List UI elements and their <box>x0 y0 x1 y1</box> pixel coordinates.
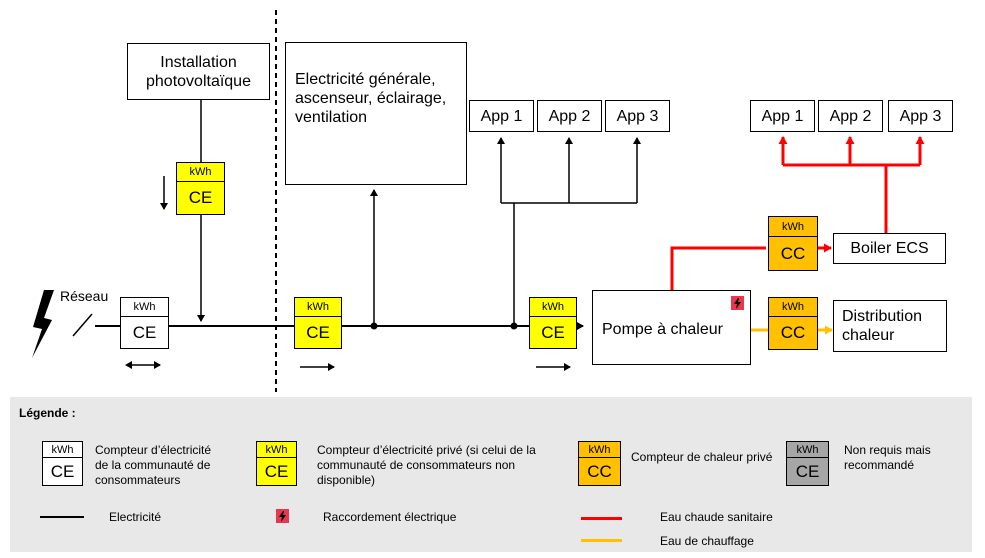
app1-box-right: App 1 <box>750 100 815 132</box>
app2-box-right: App 2 <box>818 100 883 132</box>
legend-connection-label: Raccordement électrique <box>323 510 457 524</box>
meter-type: CE <box>132 322 157 342</box>
heat-pump-box: Pompe à chaleur <box>592 290 751 365</box>
app3-box-left: App 3 <box>605 100 670 132</box>
meter-type: CE <box>795 461 820 481</box>
meter-unit: kWh <box>769 298 817 318</box>
legend-hot-water-label: Eau chaude sanitaire <box>660 510 773 524</box>
legend-heating-line <box>581 539 622 542</box>
meter-unit: kWh <box>787 442 828 459</box>
meter-unit: kWh <box>121 298 168 317</box>
legend-panel: Légende : kWh CE Compteur d’électricité … <box>10 397 972 552</box>
pv-installation-box: Installation photovoltaïque <box>127 43 270 100</box>
meter-unit: kWh <box>257 442 296 459</box>
general-electricity-label: Electricité générale, ascenseur, éclaira… <box>295 71 447 126</box>
app2-box-left: App 2 <box>537 100 602 132</box>
heat-pump-label: Pompe à chaleur <box>602 321 723 338</box>
legend-electricity-line <box>40 516 84 518</box>
pv-private-meter: kWh CE <box>176 162 225 215</box>
hot-water-line <box>670 246 766 290</box>
app3-box-right: App 3 <box>888 100 953 132</box>
heatpump-private-meter: kWh CE <box>529 297 577 349</box>
grid-switch-line <box>72 313 93 337</box>
meter-type: CC <box>780 323 806 343</box>
app-label: App 1 <box>761 107 804 125</box>
heat-distribution-box: Distribution chaleur <box>833 300 947 352</box>
legend-heat-meter: kWh CC <box>578 441 621 486</box>
legend-optional-meter: kWh CE <box>786 441 829 486</box>
meter-type: CE <box>541 322 565 342</box>
meter-unit: kWh <box>579 442 620 459</box>
meter-unit: kWh <box>530 298 576 317</box>
meter-unit: kWh <box>295 298 341 317</box>
general-electricity-box: Electricité générale, ascenseur, éclaira… <box>285 42 467 185</box>
grid-label: Réseau <box>60 288 109 304</box>
legend-title: Légende : <box>19 406 76 420</box>
meter-type: CC <box>587 461 612 481</box>
meter-type: CE <box>50 461 75 481</box>
boiler-box: Boiler ECS <box>833 233 946 264</box>
junction-dot <box>370 322 378 330</box>
app-label: App 1 <box>480 107 523 125</box>
general-private-meter: kWh CE <box>294 297 342 349</box>
meter-type: CE <box>264 461 289 481</box>
meter-unit: kWh <box>177 163 224 183</box>
pv-installation-label: Installation photovoltaïque <box>146 53 251 90</box>
junction-dot <box>510 322 518 330</box>
meter-type: CE <box>306 322 330 342</box>
legend-heating-label: Eau de chauffage <box>660 534 754 548</box>
legend-community-meter: kWh CE <box>42 441 83 486</box>
legend-electricity-label: Electricité <box>109 510 162 524</box>
legend-hot-water-line <box>581 517 622 520</box>
meter-unit: kWh <box>769 217 817 238</box>
lightning-bolt-icon <box>32 290 54 358</box>
legend-private-meter: kWh CE <box>256 441 297 486</box>
meter-unit: kWh <box>43 442 82 459</box>
legend-heat-meter-label: Compteur de chaleur privé <box>631 450 773 464</box>
electrical-connection-icon <box>731 296 744 310</box>
meter-type: CE <box>188 188 213 208</box>
heat-distribution-label: Distribution chaleur <box>842 308 923 344</box>
app-label: App 3 <box>899 107 942 125</box>
boiler-label: Boiler ECS <box>850 240 929 257</box>
heating-heat-meter: kWh CC <box>768 297 818 350</box>
app-label: App 2 <box>548 107 591 125</box>
grid-community-meter: kWh CE <box>120 297 169 349</box>
app1-box-left: App 1 <box>469 100 534 132</box>
meter-type: CC <box>780 243 806 263</box>
app-label: App 2 <box>829 107 872 125</box>
hot-water-heat-meter: kWh CC <box>768 216 818 271</box>
legend-community-meter-label: Compteur d’électricité de la communauté … <box>95 443 212 487</box>
legend-optional-meter-label: Non requis mais recommandé <box>844 443 931 472</box>
legend-private-meter-label: Compteur d’électricité privé (si celui d… <box>317 443 536 487</box>
legend-electrical-connection-icon <box>276 509 289 523</box>
app-label: App 3 <box>616 107 659 125</box>
